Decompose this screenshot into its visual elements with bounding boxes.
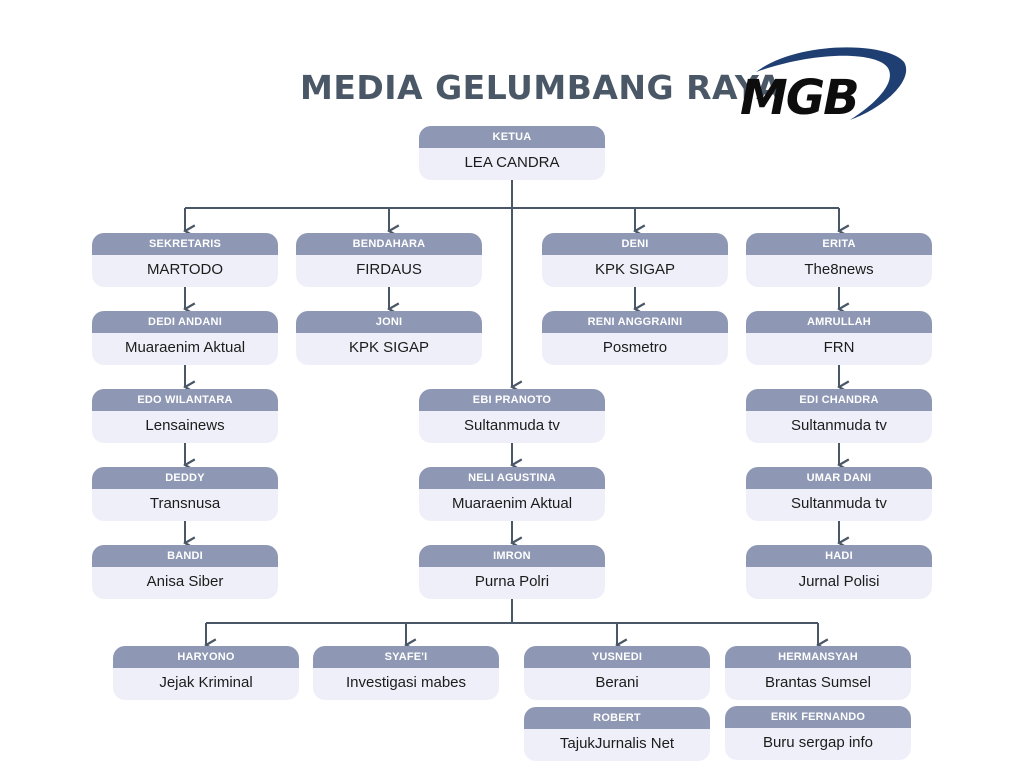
node-name: Jurnal Polisi	[746, 567, 932, 599]
node-role: NELI AGUSTINA	[419, 467, 605, 489]
node-haryono: HARYONO Jejak Kriminal	[113, 646, 299, 700]
node-role: HERMANSYAH	[725, 646, 911, 668]
node-role: BENDAHARA	[296, 233, 482, 255]
node-name: Muaraenim Aktual	[419, 489, 605, 521]
node-name: Jejak Kriminal	[113, 668, 299, 700]
node-name: Sultanmuda tv	[419, 411, 605, 443]
node-erita: ERITA The8news	[746, 233, 932, 287]
node-deni: DENI KPK SIGAP	[542, 233, 728, 287]
node-bendahara: BENDAHARA FIRDAUS	[296, 233, 482, 287]
node-amrullah: AMRULLAH FRN	[746, 311, 932, 365]
node-name: Sultanmuda tv	[746, 411, 932, 443]
node-name: KPK SIGAP	[296, 333, 482, 365]
node-neli-agustina: NELI AGUSTINA Muaraenim Aktual	[419, 467, 605, 521]
node-role: EBI PRANOTO	[419, 389, 605, 411]
node-edi-chandra: EDI CHANDRA Sultanmuda tv	[746, 389, 932, 443]
node-role: DEDDY	[92, 467, 278, 489]
node-name: Buru sergap info	[725, 728, 911, 760]
node-name: Muaraenim Aktual	[92, 333, 278, 365]
node-role: KETUA	[419, 126, 605, 148]
node-role: EDI CHANDRA	[746, 389, 932, 411]
node-umar-dani: UMAR DANI Sultanmuda tv	[746, 467, 932, 521]
node-bandi: BANDI Anisa Siber	[92, 545, 278, 599]
node-name: Brantas Sumsel	[725, 668, 911, 700]
node-reni-anggraini: RENI ANGGRAINI Posmetro	[542, 311, 728, 365]
node-name: Lensainews	[92, 411, 278, 443]
node-role: SEKRETARIS	[92, 233, 278, 255]
node-role: ERIK FERNANDO	[725, 706, 911, 728]
node-name: FRN	[746, 333, 932, 365]
node-robert: ROBERT TajukJurnalis Net	[524, 707, 710, 761]
node-erik-fernando: ERIK FERNANDO Buru sergap info	[725, 706, 911, 760]
node-sekretaris: SEKRETARIS MARTODO	[92, 233, 278, 287]
svg-text:MGB: MGB	[740, 70, 858, 124]
node-yusnedi: YUSNEDI Berani	[524, 646, 710, 700]
node-edo-wilantara: EDO WILANTARA Lensainews	[92, 389, 278, 443]
node-deddy: DEDDY Transnusa	[92, 467, 278, 521]
node-role: YUSNEDI	[524, 646, 710, 668]
node-name: KPK SIGAP	[542, 255, 728, 287]
node-hermansyah: HERMANSYAH Brantas Sumsel	[725, 646, 911, 700]
node-role: HADI	[746, 545, 932, 567]
node-hadi: HADI Jurnal Polisi	[746, 545, 932, 599]
node-imron: IMRON Purna Polri	[419, 545, 605, 599]
node-role: DENI	[542, 233, 728, 255]
node-ebi-pranoto: EBI PRANOTO Sultanmuda tv	[419, 389, 605, 443]
node-role: DEDI ANDANI	[92, 311, 278, 333]
node-dedi-andani: DEDI ANDANI Muaraenim Aktual	[92, 311, 278, 365]
node-role: ERITA	[746, 233, 932, 255]
node-role: JONI	[296, 311, 482, 333]
node-name: Berani	[524, 668, 710, 700]
node-role: AMRULLAH	[746, 311, 932, 333]
node-name: Anisa Siber	[92, 567, 278, 599]
node-name: MARTODO	[92, 255, 278, 287]
mgb-logo: MGB	[740, 47, 907, 124]
node-name: Investigasi mabes	[313, 668, 499, 700]
node-role: SYAFE'I	[313, 646, 499, 668]
node-syafei: SYAFE'I Investigasi mabes	[313, 646, 499, 700]
page-title: MEDIA GELUMBANG RAYA	[300, 68, 783, 107]
node-role: ROBERT	[524, 707, 710, 729]
node-role: RENI ANGGRAINI	[542, 311, 728, 333]
node-role: IMRON	[419, 545, 605, 567]
node-name: FIRDAUS	[296, 255, 482, 287]
node-name: Sultanmuda tv	[746, 489, 932, 521]
node-ketua: KETUA LEA CANDRA	[419, 126, 605, 180]
node-name: TajukJurnalis Net	[524, 729, 710, 761]
node-role: BANDI	[92, 545, 278, 567]
node-name: The8news	[746, 255, 932, 287]
node-joni: JONI KPK SIGAP	[296, 311, 482, 365]
node-role: HARYONO	[113, 646, 299, 668]
node-role: UMAR DANI	[746, 467, 932, 489]
node-name: Posmetro	[542, 333, 728, 365]
node-name: Transnusa	[92, 489, 278, 521]
node-name: LEA CANDRA	[419, 148, 605, 180]
node-name: Purna Polri	[419, 567, 605, 599]
node-role: EDO WILANTARA	[92, 389, 278, 411]
